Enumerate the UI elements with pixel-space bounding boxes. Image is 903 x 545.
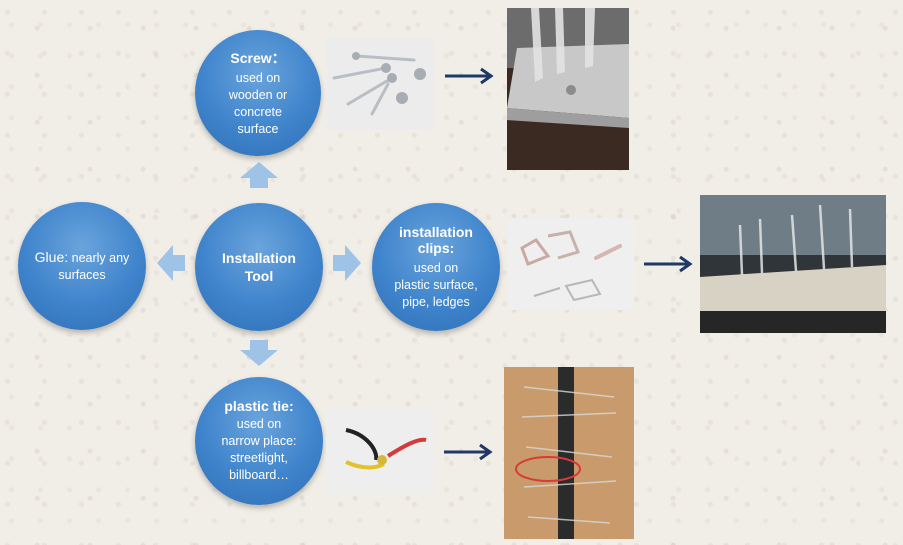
tie-desc-line: billboard…: [229, 468, 289, 482]
screw-circle: Screw： used on wooden or concrete surfac…: [195, 30, 321, 156]
screw-pointer-arrow: [445, 67, 494, 85]
plastic-tie-circle: plastic tie: used on narrow place: stree…: [195, 377, 323, 505]
center-label: Installation Tool: [222, 250, 296, 284]
tie-pointer-arrow: [444, 443, 493, 461]
glue-desc: nearly any surfaces: [58, 250, 130, 282]
plastic-tie-installation-photo: [504, 367, 634, 539]
connector-arrow-right: [333, 245, 361, 281]
tie-desc-line: narrow place:: [221, 434, 297, 448]
center-circle-installation-tool: Installation Tool: [195, 203, 323, 331]
connector-arrow-up: [240, 162, 278, 188]
screw-installation-photo: [507, 8, 629, 170]
screw-desc-line: wooden or: [228, 88, 288, 102]
connector-arrow-left: [157, 245, 185, 281]
clips-desc-line: plastic surface,: [394, 277, 478, 292]
clips-pointer-arrow: [644, 255, 693, 273]
clips-photo: [508, 218, 634, 310]
screws-photo: [326, 38, 434, 130]
clips-installation-photo: [700, 195, 886, 333]
connector-arrow-down: [240, 340, 278, 366]
plastic-tie-photo: [326, 410, 434, 494]
glue-circle: Glue: nearly any surfaces: [18, 202, 146, 330]
screw-desc-line: surface: [237, 122, 279, 136]
clips-title-line: installation: [399, 223, 473, 240]
screw-title: Screw：: [230, 50, 286, 66]
glue-title: Glue:: [34, 248, 69, 265]
installation-clips-circle: installation clips: used on plastic surf…: [372, 203, 500, 331]
screw-desc-line: used on: [235, 71, 281, 85]
clips-desc-line: used on: [413, 260, 459, 275]
clips-title-line: clips:: [417, 239, 455, 256]
tie-desc-line: streetlight,: [230, 451, 288, 465]
clips-desc-line: pipe, ledges: [402, 294, 470, 309]
screw-desc-line: concrete: [234, 105, 282, 119]
tie-title: plastic tie:: [224, 398, 294, 414]
tie-desc-line: used on: [236, 417, 282, 431]
